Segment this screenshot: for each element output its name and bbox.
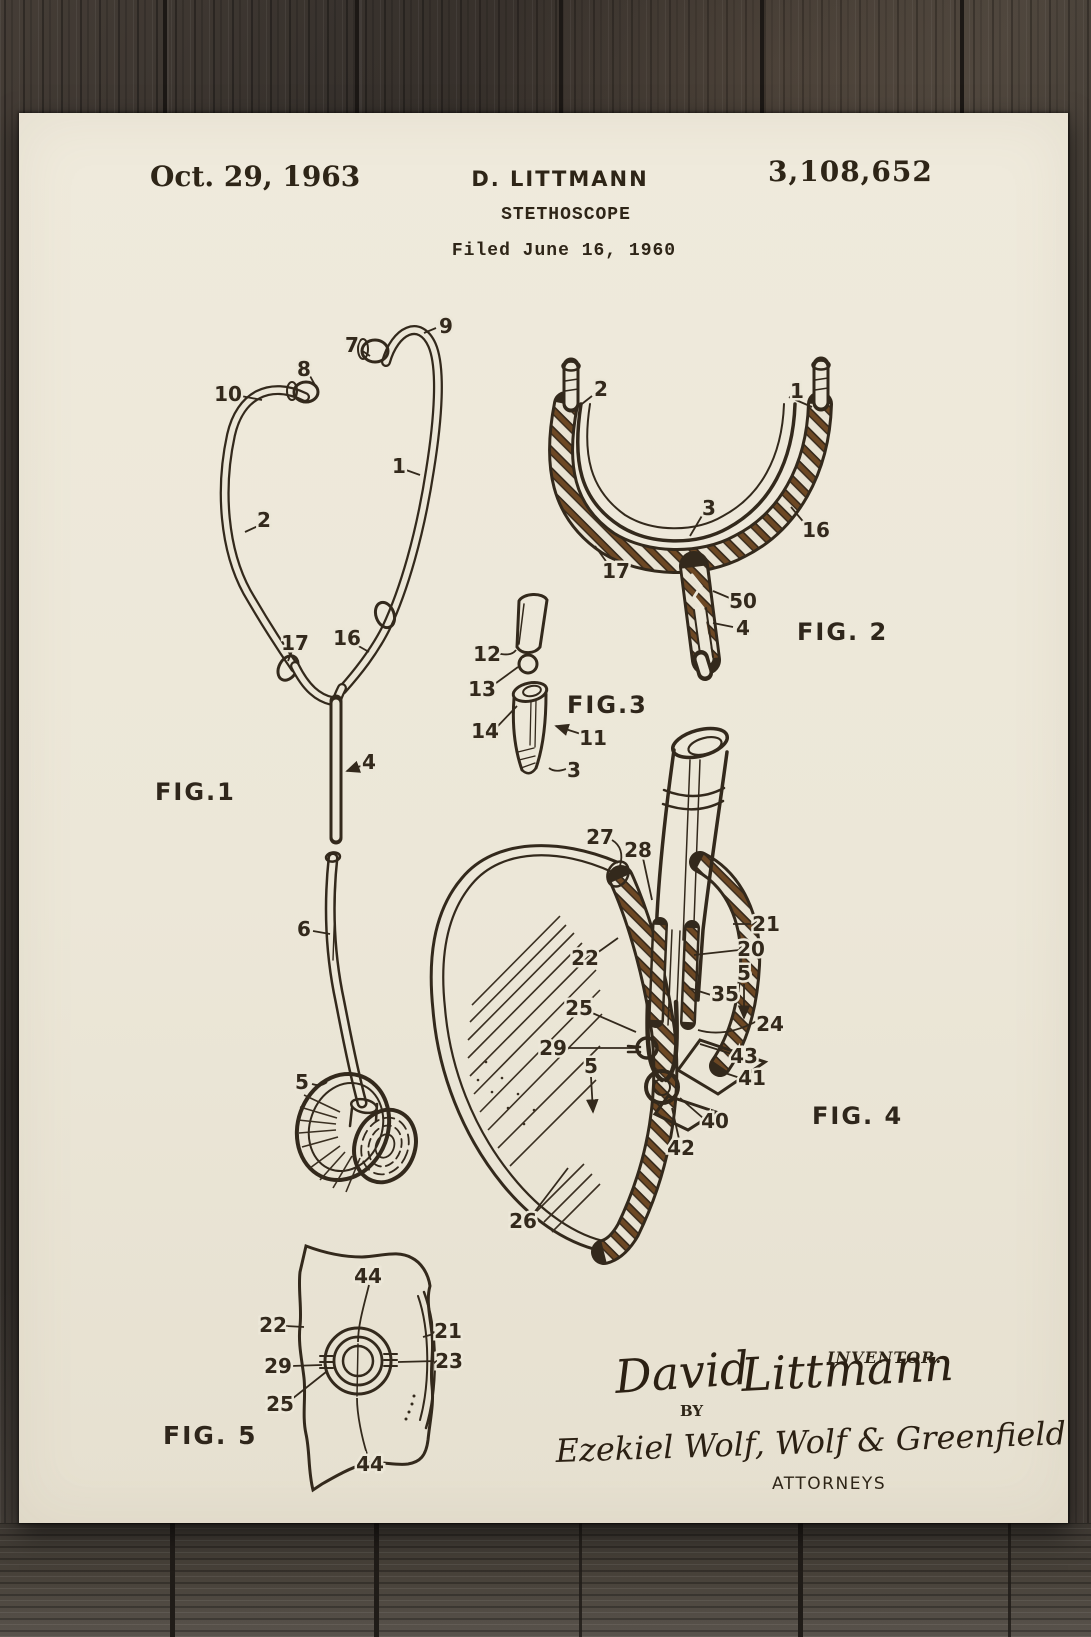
ref-numeral-35: 35	[711, 982, 739, 1006]
ref-numeral-5b: 5	[584, 1054, 598, 1078]
ref-numeral-40: 40	[701, 1109, 729, 1133]
figure-5-diaphragm-detail: 44 22 21 29 23 25 44 FIG. 5	[163, 1246, 463, 1490]
ref-numeral-14: 14	[471, 719, 499, 743]
figure-4-chest-piece-section: 27 28 21 20 5 35 24 25 29 22 43 41 5 40 …	[431, 723, 903, 1252]
ref-numeral-25: 25	[266, 1392, 294, 1416]
ref-numeral-13: 13	[468, 677, 496, 701]
ref-numeral-4: 4	[362, 750, 376, 774]
ref-numeral-29: 29	[264, 1354, 292, 1378]
ref-numeral-29: 29	[539, 1036, 567, 1060]
ref-numeral-3: 3	[567, 758, 581, 782]
fig3-caption: FIG.3	[567, 691, 648, 719]
fig2-yoke-band	[561, 404, 820, 561]
ref-numeral-20: 20	[737, 937, 765, 961]
by-label: BY	[680, 1402, 703, 1420]
ref-numeral-5a: 5	[737, 961, 751, 985]
fig5-caption: FIG. 5	[163, 1421, 258, 1450]
fig5-right-flange-edge	[405, 1292, 435, 1428]
ref-numeral-42: 42	[667, 1136, 695, 1160]
ref-numeral-17: 17	[281, 631, 309, 655]
fig1-y-junction-and-stem	[295, 666, 342, 838]
ref-numeral-44-top: 44	[354, 1264, 382, 1288]
attorneys-caption: ATTORNEYS	[772, 1474, 886, 1494]
ref-numeral-6: 6	[297, 917, 311, 941]
signature-block: INVENTOR. David Littmann BY Ezekiel Wolf…	[554, 1337, 1067, 1494]
ref-numeral-27: 27	[586, 825, 614, 849]
ref-numeral-44-bottom: 44	[356, 1452, 384, 1476]
fig4-inner-channel	[656, 925, 692, 1026]
figure-1-stethoscope: 7 9 8 10 1 2 17 16 4 6 5 FIG.1	[155, 314, 453, 1193]
ref-numeral-23: 23	[435, 1349, 463, 1373]
ref-numeral-16: 16	[802, 518, 830, 542]
fig3-tube-end	[512, 680, 549, 774]
figure-3-ear-tip-parts: 12 13 14 11 3 FIG.3	[468, 594, 648, 782]
ref-numeral-50: 50	[729, 589, 757, 613]
fig2-stem	[692, 566, 713, 673]
fig3-sleeve	[517, 594, 547, 673]
ref-numeral-9: 9	[439, 314, 453, 338]
ref-numeral-2: 2	[257, 508, 271, 532]
ref-numeral-41: 41	[738, 1066, 766, 1090]
patent-number: 3,108,652	[768, 155, 933, 188]
filed-date-line: Filed June 16, 1960	[452, 241, 676, 261]
ref-numeral-1: 1	[790, 379, 804, 403]
fig1-caption: FIG.1	[155, 778, 236, 806]
inventor-signature-first: David	[612, 1341, 751, 1404]
ref-numeral-25: 25	[565, 996, 593, 1020]
ref-numeral-22: 22	[571, 946, 599, 970]
ref-numeral-17: 17	[602, 559, 630, 583]
ref-numeral-21: 21	[752, 912, 780, 936]
fig5-leader-lines	[286, 1285, 437, 1454]
inventor-name: D. LITTMANN	[471, 167, 648, 191]
invention-title: STETHOSCOPE	[501, 205, 631, 225]
fig2-caption: FIG. 2	[797, 618, 888, 646]
ref-numeral-3: 3	[702, 496, 716, 520]
ref-numeral-16: 16	[333, 626, 361, 650]
ref-numeral-8: 8	[297, 357, 311, 381]
patent-header: Oct. 29, 1963 D. LITTMANN STETHOSCOPE Fi…	[150, 155, 933, 261]
ref-numeral-24: 24	[756, 1012, 784, 1036]
ref-numeral-21: 21	[434, 1319, 462, 1343]
attorney-signature: Ezekiel Wolf, Wolf & Greenfield	[554, 1414, 1067, 1470]
ref-numeral-43: 43	[730, 1044, 758, 1068]
inventor-signature-last: Littmann	[739, 1337, 955, 1402]
ref-numeral-2: 2	[594, 377, 608, 401]
ref-numeral-26: 26	[509, 1209, 537, 1233]
figure-2-spring-yoke: 2 1 3 16 17 50 4 FIG. 2	[561, 361, 888, 674]
ref-numeral-4: 4	[736, 616, 750, 640]
ref-numeral-1: 1	[392, 454, 406, 478]
ref-numeral-22: 22	[259, 1313, 287, 1337]
issue-date: Oct. 29, 1963	[150, 160, 360, 193]
fig1-lower-tube	[325, 852, 362, 1103]
ref-numeral-12: 12	[473, 642, 501, 666]
ref-numeral-28: 28	[624, 838, 652, 862]
ref-numeral-11: 11	[579, 726, 607, 750]
ref-numeral-5: 5	[295, 1070, 309, 1094]
fig4-caption: FIG. 4	[812, 1102, 903, 1130]
ref-numeral-10: 10	[214, 382, 242, 406]
ref-numeral-7: 7	[345, 333, 359, 357]
